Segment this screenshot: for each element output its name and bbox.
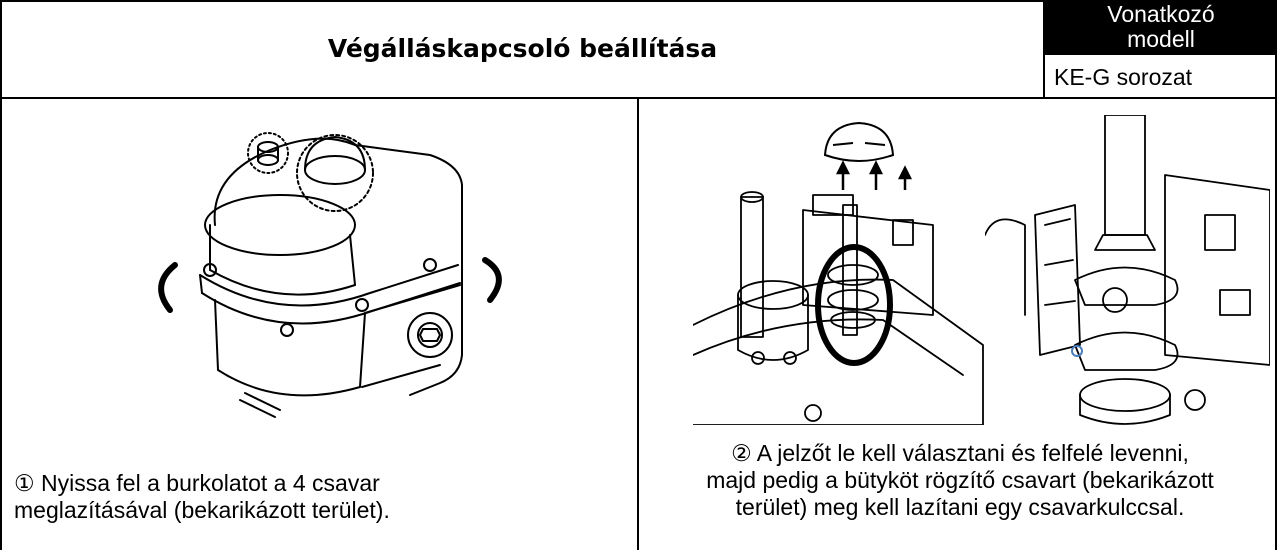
step-2-caption-line3: terület) meg kell lazítani egy csavarkul… xyxy=(735,494,1185,520)
step-2-caption-line1: ② A jelzőt le kell választani és felfelé… xyxy=(731,440,1189,466)
model-row-divider xyxy=(1045,53,1277,55)
step-1-caption-line2: meglazításával (bekarikázott terület). xyxy=(14,497,390,523)
page-title: Végálláskapcsoló beállítása xyxy=(327,34,718,63)
actuator-housing-illustration xyxy=(158,132,502,418)
step-1-caption: ① Nyissa fel a burkolatot a 4 csavar meg… xyxy=(14,470,614,524)
step-1-caption-line1: ① Nyissa fel a burkolatot a 4 csavar xyxy=(14,470,380,496)
column-divider xyxy=(637,98,639,550)
limit-switch-internal-illustration xyxy=(693,121,984,425)
header-divider xyxy=(1043,0,1045,98)
step-2-caption-line2: majd pedig a bütyköt rögzítő csavart (be… xyxy=(706,467,1214,493)
model-label-line2: modell xyxy=(1127,25,1195,52)
step-2-caption: ② A jelzőt le kell választani és felfelé… xyxy=(650,440,1270,521)
left-border xyxy=(0,0,2,550)
cam-closeup-illustration xyxy=(985,115,1270,425)
model-label: Vonatkozó modell xyxy=(1045,0,1277,53)
model-value: KE-G sorozat xyxy=(1054,64,1193,90)
top-border xyxy=(0,0,1277,2)
right-border xyxy=(1275,0,1277,550)
model-label-line1: Vonatkozó xyxy=(1107,0,1215,27)
